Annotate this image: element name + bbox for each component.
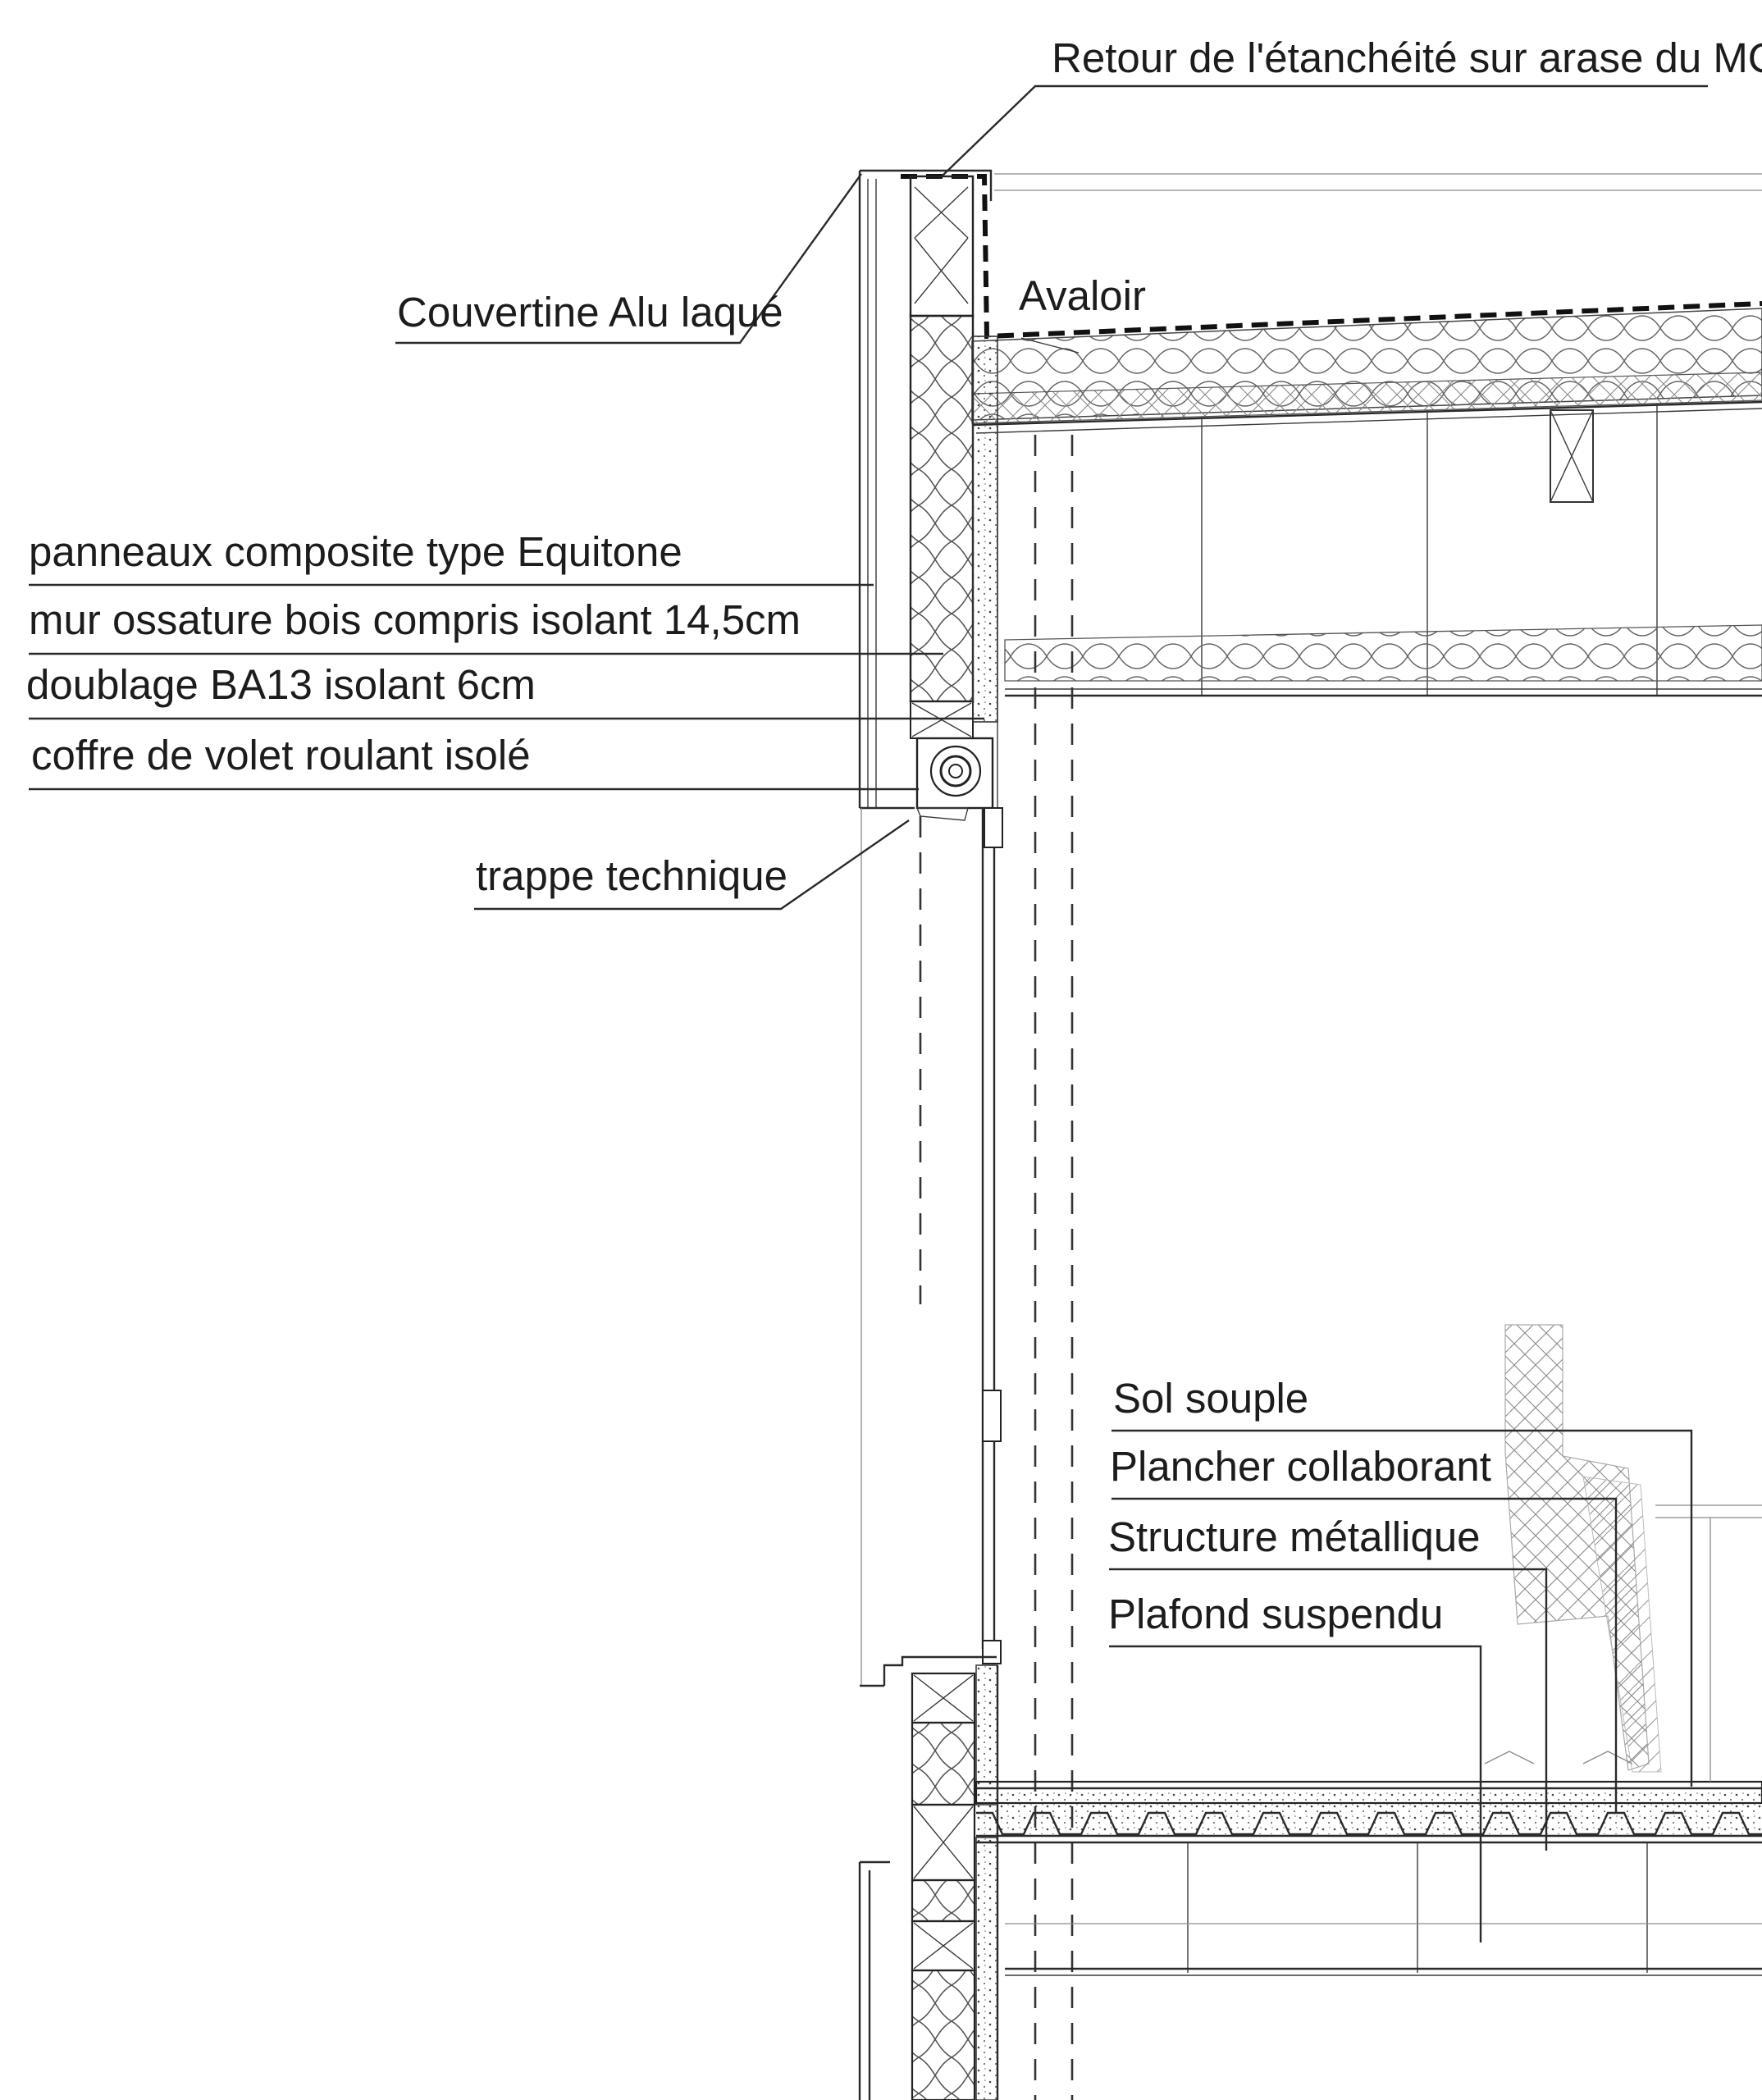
upper-wall bbox=[858, 169, 998, 821]
label-mur-ossature-bois: mur ossature bois compris isolant 14,5cm bbox=[29, 596, 801, 643]
label-couvertine: Couvertine Alu laqué bbox=[397, 289, 783, 336]
leader-lines bbox=[29, 84, 1708, 1942]
steel-deck bbox=[976, 1811, 1762, 1836]
label-avaloir: Avaloir bbox=[1019, 272, 1146, 319]
label-plafond-suspendu: Plafond suspendu bbox=[1108, 1591, 1443, 1637]
label-trappe-technique: trappe technique bbox=[476, 852, 787, 899]
roof-assembly bbox=[901, 173, 1762, 697]
label-panneaux-composite: panneaux composite type Equitone bbox=[29, 528, 682, 575]
label-coffre-volet: coffre de volet roulant isolé bbox=[31, 732, 531, 778]
label-structure-metallique: Structure métallique bbox=[1108, 1513, 1481, 1560]
label-plancher-collaborant: Plancher collaborant bbox=[1110, 1443, 1491, 1490]
floor-assembly bbox=[975, 1324, 1762, 1976]
label-sol-souple: Sol souple bbox=[1113, 1375, 1308, 1422]
label-retour-etancheite: Retour de l'étanchéité sur arase du MOB bbox=[1052, 34, 1762, 81]
lower-wall bbox=[858, 1655, 999, 2100]
label-doublage: doublage BA13 isolant 6cm bbox=[26, 661, 536, 708]
annotation-labels: Retour de l'étanchéité sur arase du MOB … bbox=[26, 34, 1762, 1637]
